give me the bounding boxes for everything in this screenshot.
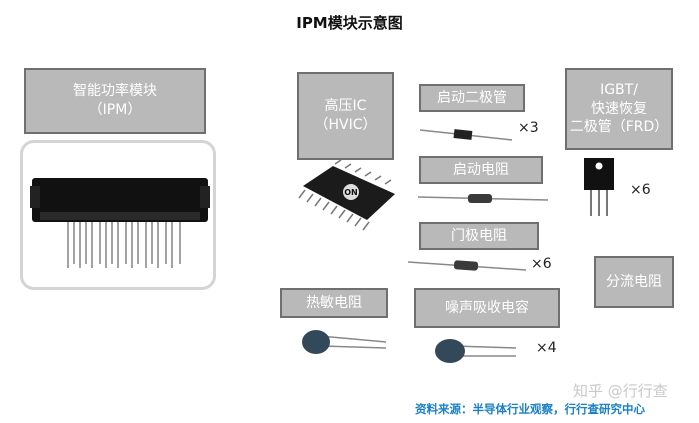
ipm-module-image [30, 178, 210, 268]
capacitor-image [435, 339, 516, 363]
igbt-box-line2: 快速恢复 [591, 100, 647, 117]
diode-multiplier: ×3 [518, 120, 539, 136]
thermistor-box: 热敏电阻 [280, 288, 388, 318]
startup-diode-label: 启动二极管 [437, 89, 507, 106]
snubber-capacitor-label: 噪声吸收电容 [445, 299, 529, 316]
shunt-resistor-label: 分流电阻 [606, 273, 662, 290]
watermark: 知乎 @行行查 [573, 382, 668, 400]
snubber-capacitor-box: 噪声吸收电容 [414, 288, 560, 328]
thermistor-image [302, 330, 386, 354]
igbt-box-line3: 二极管（FRD） [569, 119, 669, 136]
hvic-box: 高压IC （HVIC） [297, 72, 394, 160]
startup-resistor-image [418, 194, 548, 203]
startup-resistor-box: 启动电阻 [419, 156, 543, 184]
gate-resistor-label: 门极电阻 [451, 227, 507, 244]
cap-multiplier: ×4 [536, 340, 557, 356]
thermistor-label: 热敏电阻 [306, 294, 362, 311]
gate-resistor-image [408, 260, 526, 271]
hvic-box-line1: 高压IC [324, 98, 367, 115]
ipm-box: 智能功率模块 （IPM） [24, 68, 206, 134]
diode-image [420, 129, 512, 141]
ipm-box-line1: 智能功率模块 [73, 83, 157, 100]
source-note: 资料来源：半导体行业观察，行行查研究中心 [415, 402, 645, 416]
igbt-image [584, 158, 614, 216]
ipm-box-line2: （IPM） [88, 102, 142, 118]
igbt-multiplier: ×6 [630, 182, 651, 198]
gate-resistor-box: 门极电阻 [419, 222, 539, 250]
shunt-resistor-box: 分流电阻 [594, 256, 674, 308]
chip-logo-text: ON [344, 188, 358, 197]
igbt-box-line1: IGBT/ [600, 81, 638, 98]
gate-multiplier: ×6 [531, 256, 552, 272]
startup-resistor-label: 启动电阻 [453, 161, 509, 178]
igbt-frd-box: IGBT/ 快速恢复 二极管（FRD） [565, 68, 673, 150]
hvic-chip-image: ON [298, 160, 395, 231]
hvic-box-line2: （HVIC） [314, 117, 377, 133]
page-title: IPM模块示意图 [296, 14, 403, 32]
startup-diode-box: 启动二极管 [419, 84, 525, 112]
